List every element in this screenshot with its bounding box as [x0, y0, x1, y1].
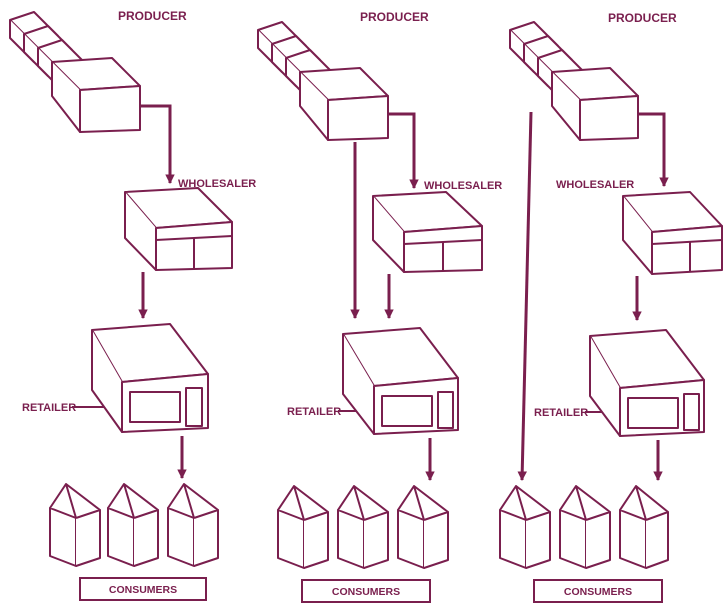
house-icon — [108, 484, 158, 566]
producer-label: PRODUCER — [118, 9, 187, 23]
producer-factory-icon — [10, 12, 140, 132]
consumers-label: CONSUMERS — [332, 586, 400, 598]
producer-label: PRODUCER — [360, 10, 429, 24]
house-icon — [620, 486, 668, 568]
channel-column-1: PRODUCER WHOLESALER RETAILER — [10, 9, 256, 600]
retailer-shop-icon — [92, 324, 208, 432]
retailer-shop-icon — [343, 328, 458, 434]
wholesaler-label: WHOLESALER — [556, 179, 634, 191]
wholesaler-warehouse-icon — [373, 192, 482, 272]
wholesaler-warehouse-icon — [125, 188, 232, 270]
retailer-label: RETAILER — [22, 402, 76, 414]
retailer-shop-icon — [590, 330, 704, 436]
retailer-label: RETAILER — [534, 407, 588, 419]
wholesaler-warehouse-icon — [623, 192, 722, 274]
house-icon — [560, 486, 610, 568]
house-icon — [398, 486, 448, 568]
house-icon — [278, 486, 328, 568]
retailer-label: RETAILER — [287, 406, 341, 418]
producer-factory-icon — [258, 22, 388, 140]
house-icon — [50, 484, 100, 566]
wholesaler-label: WHOLESALER — [424, 180, 502, 192]
house-icon — [338, 486, 388, 568]
house-icon — [168, 484, 218, 566]
house-icon — [500, 486, 550, 568]
consumers-label: CONSUMERS — [109, 584, 177, 596]
consumer-houses — [278, 486, 448, 568]
producer-factory-icon — [510, 22, 638, 140]
consumers-label: CONSUMERS — [564, 586, 632, 598]
producer-label: PRODUCER — [608, 11, 677, 25]
channel-column-2: PRODUCER WHOLESALER RETAILER — [258, 10, 502, 602]
channel-column-3: PRODUCER WHOLESALER RETAILER — [500, 11, 722, 602]
consumer-houses — [500, 486, 668, 568]
consumer-houses — [50, 484, 218, 566]
